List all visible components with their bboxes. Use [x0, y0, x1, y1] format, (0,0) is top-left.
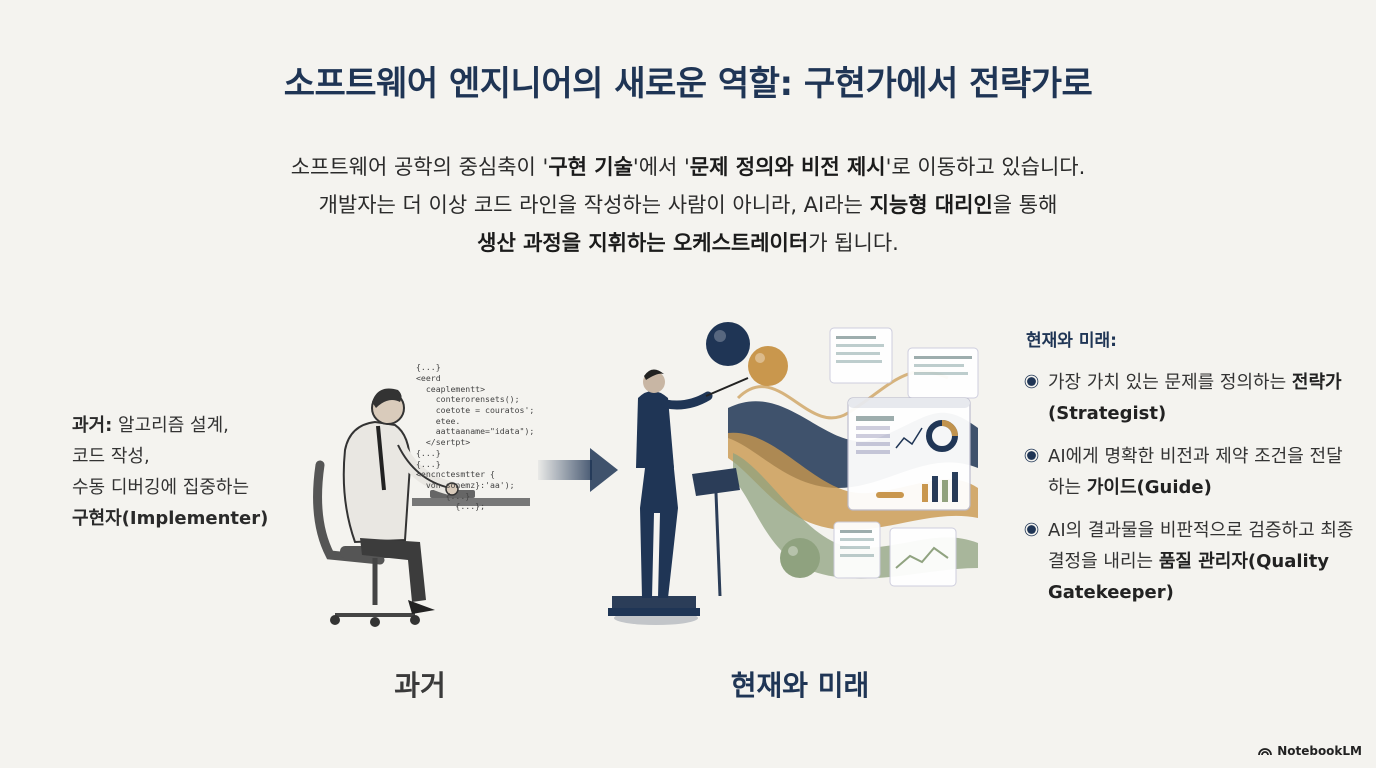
bullet-icon	[1027, 377, 1036, 386]
code-snippet: {...} <eerd ceaplementt> conterorensets(…	[416, 362, 535, 512]
page-title: 소프트웨어 엔지니어의 새로운 역할: 구현가에서 전략가로	[283, 64, 1093, 104]
intro-line-3: 생산 과정을 지휘하는 오케스트레이터가 됩니다.	[477, 231, 899, 255]
past-caption: 과거	[394, 669, 446, 702]
past-description: 과거: 알고리즘 설계, 코드 작성, 수동 디버깅에 집중하는 구현자(Imp…	[72, 415, 269, 529]
present-caption: 현재와 미래	[730, 669, 870, 702]
notebooklm-icon	[1258, 748, 1273, 756]
implementer-role: 구현자(Implementer)	[72, 508, 269, 529]
intro-line-2: 개발자는 더 이상 코드 라인을 작성하는 사람이 아니라, AI라는 지능형 …	[318, 193, 1058, 217]
intro-line-1: 소프트웨어 공학의 중심축이 '구현 기술'에서 '문제 정의와 비전 제시'로…	[290, 155, 1086, 179]
present-heading: 현재와 미래:	[1026, 331, 1117, 351]
programmer-illustration	[313, 388, 530, 627]
bullet-guide: AI에게 명확한 비전과 제약 조건을 전달하는 가이드(Guide)	[1026, 441, 1356, 503]
intro-text: 소프트웨어 공학의 중심축이 '구현 기술'에서 '문제 정의와 비전 제시'로…	[188, 148, 1188, 262]
bullet-icon	[1027, 451, 1036, 460]
bullet-gatekeeper: AI의 결과물을 비판적으로 검증하고 최종 결정을 내리는 품질 관리자(Qu…	[1026, 515, 1356, 608]
arrow-right-icon	[538, 448, 618, 492]
brand-mark: NotebookLM	[1258, 744, 1362, 758]
present-panel: 현재와 미래: 가장 가치 있는 문제를 정의하는 전략가(Strategist…	[1026, 326, 1356, 620]
bullet-strategist: 가장 가치 있는 문제를 정의하는 전략가(Strategist)	[1026, 367, 1356, 429]
conductor-illustration	[608, 322, 979, 625]
bullet-icon	[1027, 525, 1036, 534]
